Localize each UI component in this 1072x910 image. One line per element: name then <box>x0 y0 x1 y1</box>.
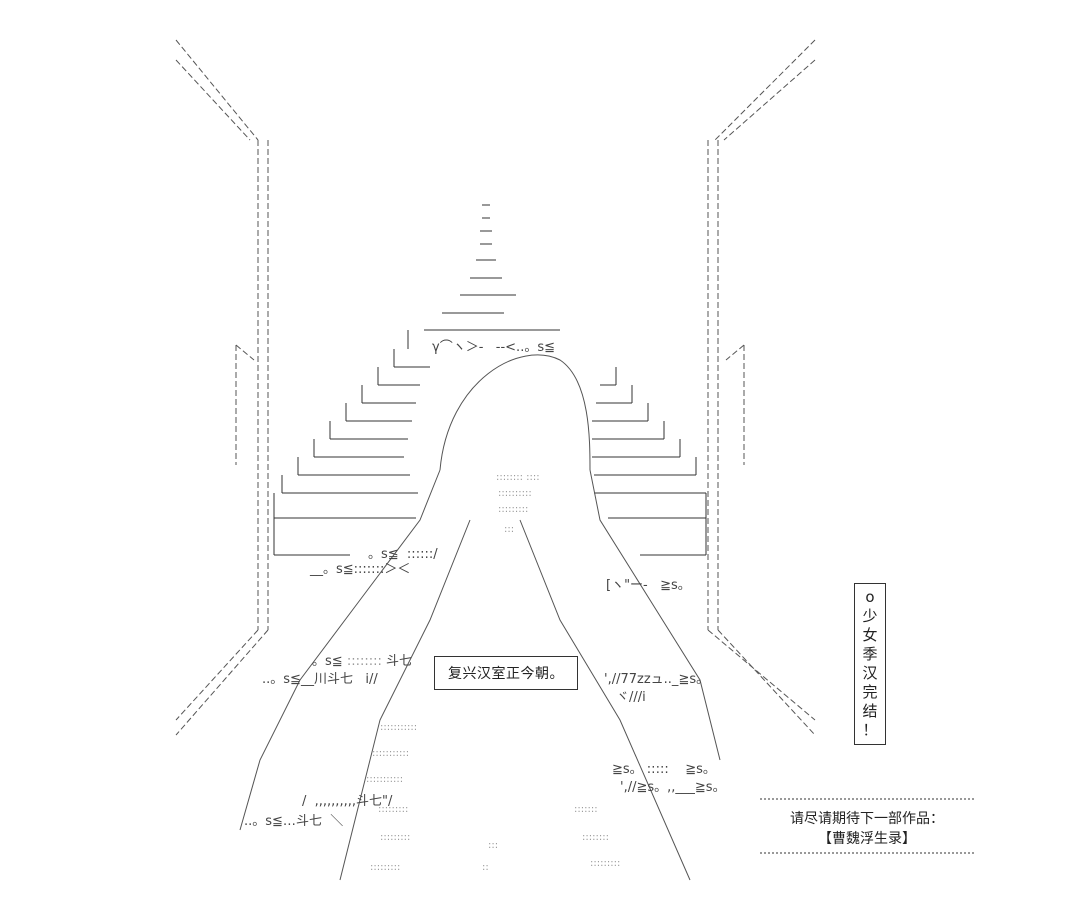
dotted-border-top <box>760 798 974 802</box>
completion-title-box: o 少 女 季 汉 完 结 ！ <box>854 583 886 745</box>
svg-text::::::::: ::::::: <box>574 804 598 815</box>
next-work-title: 【曹魏浮生录】 <box>818 831 916 847</box>
dotted-border-bottom <box>760 852 974 856</box>
svg-text::::::::::::: ::::::::::: <box>380 722 417 733</box>
aa-fragment: 。s≦ ::::::/ <box>368 547 438 562</box>
svg-text::::::::::: ::::::::: <box>380 832 410 843</box>
aa-fragment: ',//≧s。,,___≧s。 <box>620 780 726 795</box>
aa-fragment: __。s≦:::::::＞＜ <box>310 562 411 577</box>
aa-fragment: 。s≦ :::::::: 斗七 <box>312 654 413 669</box>
next-work-line1: 请尽请期待下一部作品： <box>790 811 944 827</box>
svg-text:::: :: <box>482 862 489 873</box>
slogan-box: 复兴汉室正今朝。 <box>434 656 578 690</box>
svg-text::::::::::::: ::::::::::: <box>366 774 403 785</box>
svg-text::::::::::: ::::::::: <box>590 858 620 869</box>
svg-text::::: ::: <box>488 840 498 851</box>
svg-text::::::::::: ::::::::: <box>378 804 408 815</box>
svg-text::::::::::: ::::::::: <box>370 862 400 873</box>
title-char: 少 <box>862 607 878 625</box>
svg-text::::::::::::: ::::::::::: <box>372 748 409 759</box>
next-work-notice: 请尽请期待下一部作品： 【曹魏浮生录】 <box>760 794 974 858</box>
title-char: 季 <box>862 645 878 663</box>
aa-fragment: ..。s≦…斗七 ＼ <box>244 814 344 829</box>
title-char: ！ <box>862 721 878 739</box>
title-char: 完 <box>862 683 878 701</box>
svg-text::::::::: ::::: :::::::: :::: <box>496 472 540 483</box>
svg-text::::: ::: <box>504 524 514 535</box>
slogan-text: 复兴汉室正今朝。 <box>448 666 564 682</box>
aa-fragment: γ⌒ヽ＞- --<..。s≦ <box>432 340 555 355</box>
aa-fragment: ..。s≦__川斗七 i// <box>262 672 378 687</box>
aa-fragment: / ,,,,,,,,,,斗七"/ <box>302 794 393 809</box>
title-char: o <box>865 588 875 606</box>
aa-fragment: [ヽ"ー- ≧s。 <box>606 578 691 593</box>
svg-text::::::::::: ::::::::: <box>498 504 528 515</box>
aa-fragment: ',//77zzュ.._≧s。 <box>604 672 710 687</box>
aa-fragment: ≧s。 ::::: ≧s。 <box>612 762 716 777</box>
title-char: 女 <box>862 626 878 644</box>
aa-fragment: ヾ///i <box>616 690 646 705</box>
svg-text:::::::::: :::::::: <box>582 832 609 843</box>
title-char: 汉 <box>862 664 878 682</box>
title-char: 结 <box>862 702 878 720</box>
svg-text:::::::::::: :::::::::: <box>498 488 532 499</box>
